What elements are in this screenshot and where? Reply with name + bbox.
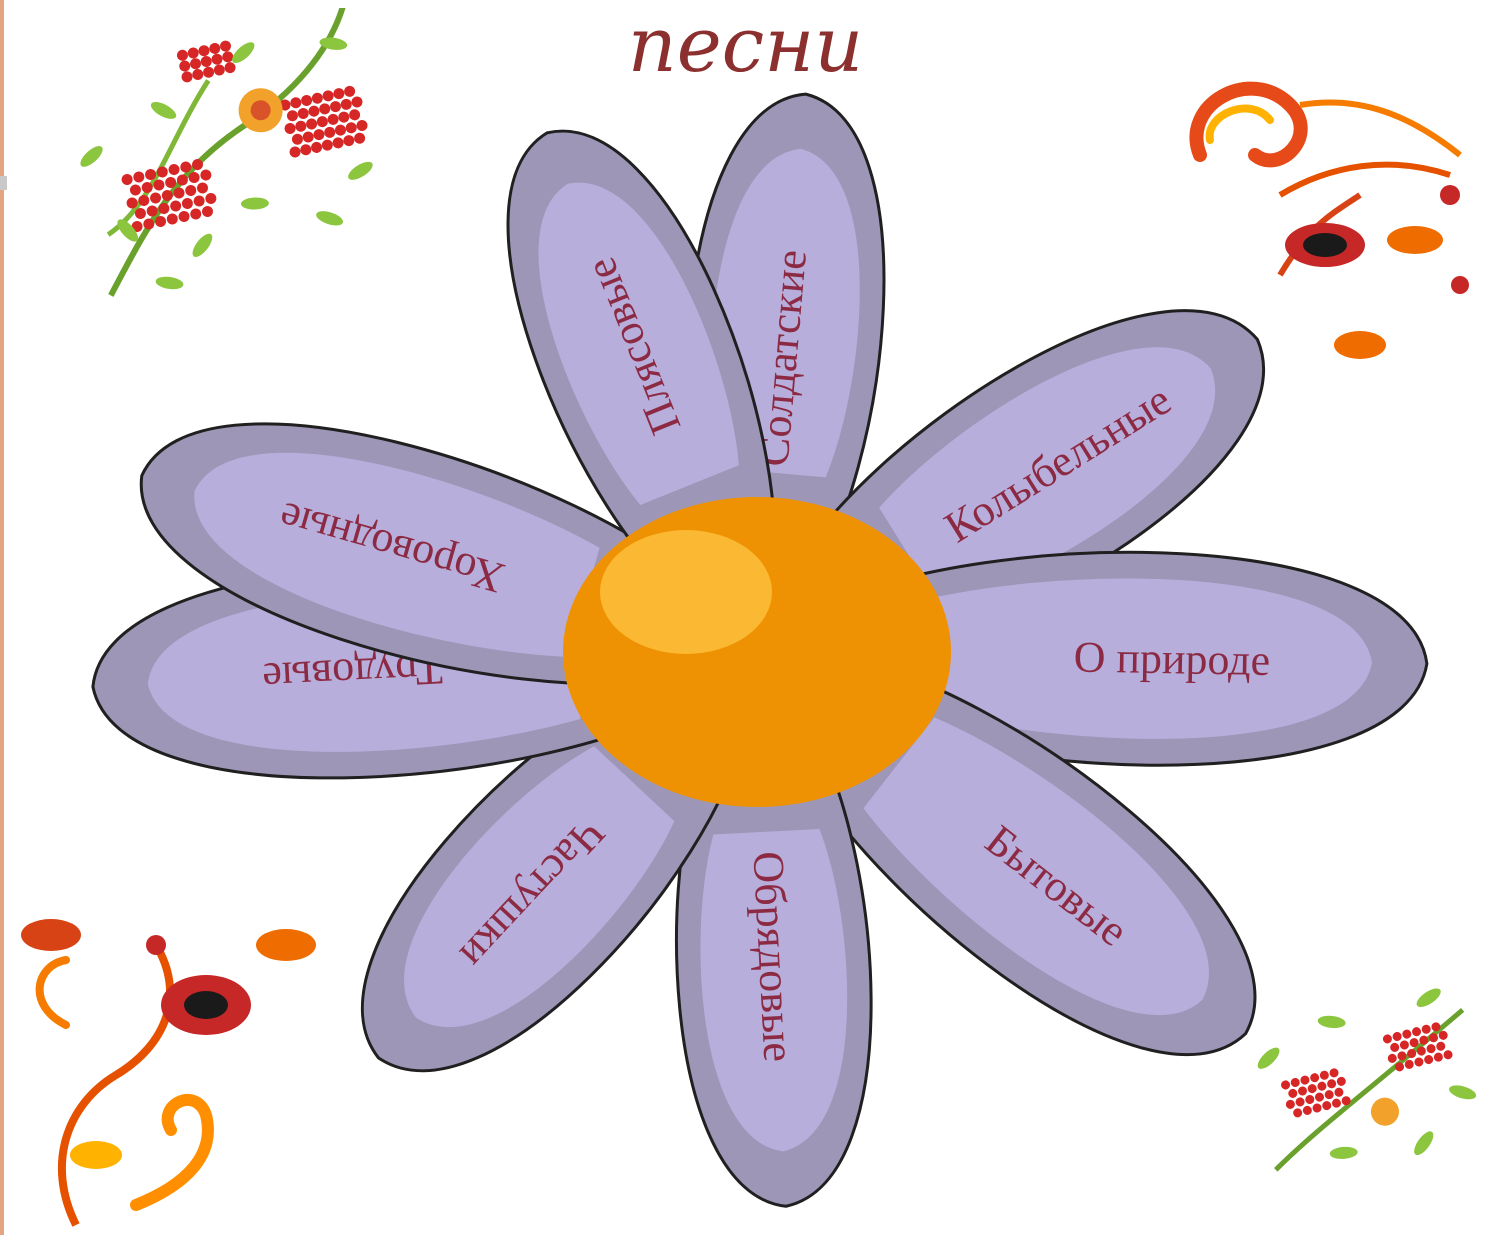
- petal-label-o-prirode: О природе: [1073, 633, 1270, 685]
- flower-center: [563, 497, 951, 807]
